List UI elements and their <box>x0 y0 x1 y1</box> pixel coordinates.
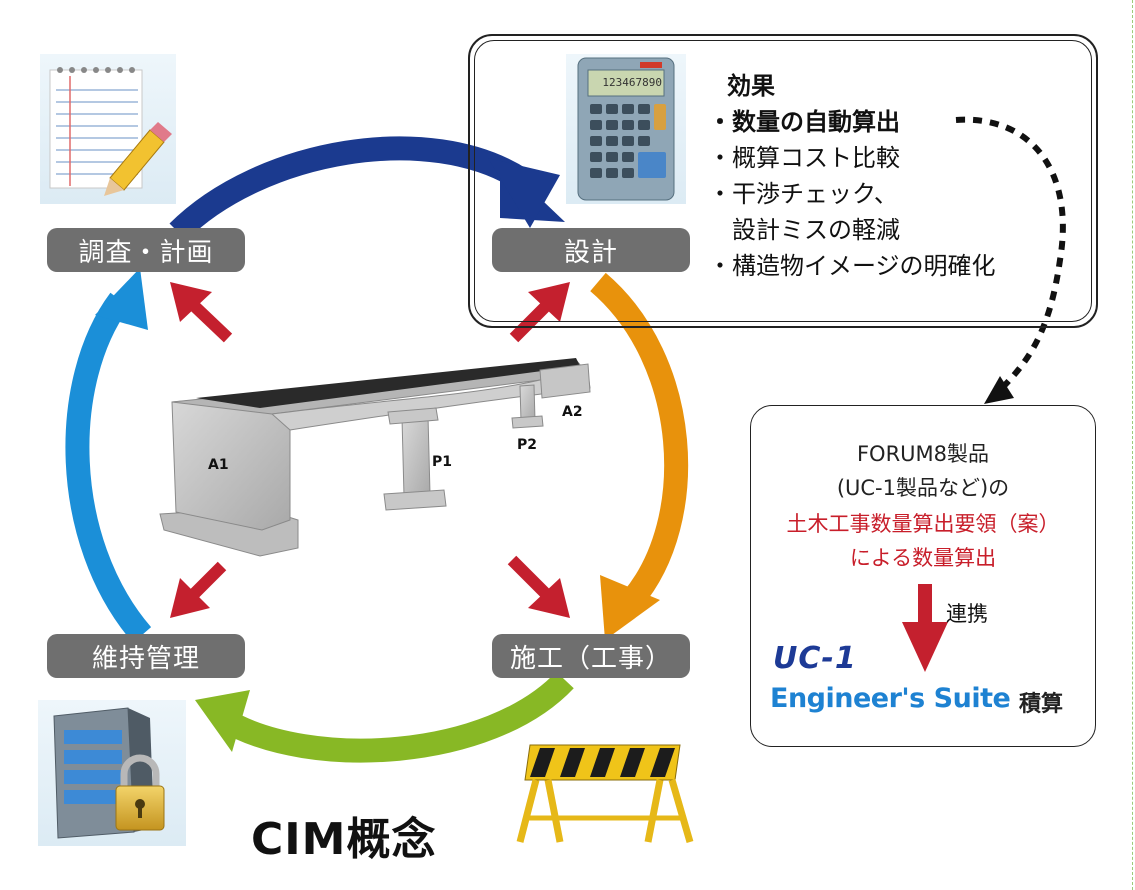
effect-item: 設計ミスの軽減 <box>708 216 900 244</box>
logo-engineers-suite: Engineer's Suite <box>770 683 1011 714</box>
calculator-display: 123467890 <box>602 76 662 89</box>
diagram-title: CIM概念 <box>251 814 437 865</box>
inner-arrow-to-survey <box>170 282 233 343</box>
effects-panel <box>468 34 1098 328</box>
bridge-label-p2: P2 <box>517 437 538 453</box>
bridge-label-a2: A2 <box>562 404 583 420</box>
inner-arrow-to-design <box>509 282 570 343</box>
link-label: 連携 <box>946 602 988 626</box>
stage-construction: 施工（工事） <box>492 634 690 678</box>
inner-arrow-to-construction <box>507 555 570 618</box>
cycle-arrow-right <box>590 272 689 640</box>
stage-survey-planning: 調査・計画 <box>47 228 245 272</box>
stage-maintenance: 維持管理 <box>47 634 245 678</box>
logo-sekisan: 積算 <box>1019 692 1064 717</box>
effect-item: ・干渉チェック、 <box>708 180 898 208</box>
cycle-arrow-top <box>169 136 565 241</box>
bridge-label-p1: P1 <box>432 454 453 470</box>
effect-item: ・概算コスト比較 <box>708 144 900 172</box>
stage-design: 設計 <box>492 228 690 272</box>
product-line-2: (UC-1製品など)の <box>836 476 1010 500</box>
dotted-connector <box>955 116 1066 404</box>
logo-uc1: UC-1 <box>773 641 857 676</box>
product-box <box>750 405 1096 747</box>
cycle-arrow-left <box>65 268 152 643</box>
calculator-icon <box>566 54 686 204</box>
inner-arrow-to-maintenance <box>170 561 227 618</box>
product-line-3: 土木工事数量算出要領（案） <box>786 512 1060 536</box>
link-arrow-down <box>902 584 948 672</box>
product-line-1: FORUM8製品 <box>856 442 990 466</box>
page-edge-dashed-line <box>1132 0 1133 890</box>
effects-list: ・数量の自動算出 ・概算コスト比較 ・干渉チェック、 設計ミスの軽減 ・構造物イ… <box>708 104 996 284</box>
effect-item: ・構造物イメージの明確化 <box>708 252 996 280</box>
server-lock-icon <box>38 700 186 846</box>
effect-item: ・数量の自動算出 <box>708 108 900 136</box>
cycle-arrow-bottom <box>195 671 574 763</box>
inner-arrows <box>170 282 948 672</box>
notepad-icon <box>40 54 176 204</box>
bridge-label-a1: A1 <box>208 457 229 473</box>
product-line-4: による数量算出 <box>849 546 997 570</box>
effects-title: 効果 <box>727 72 775 100</box>
barricade-icon <box>516 740 694 844</box>
bridge-model <box>159 358 591 557</box>
